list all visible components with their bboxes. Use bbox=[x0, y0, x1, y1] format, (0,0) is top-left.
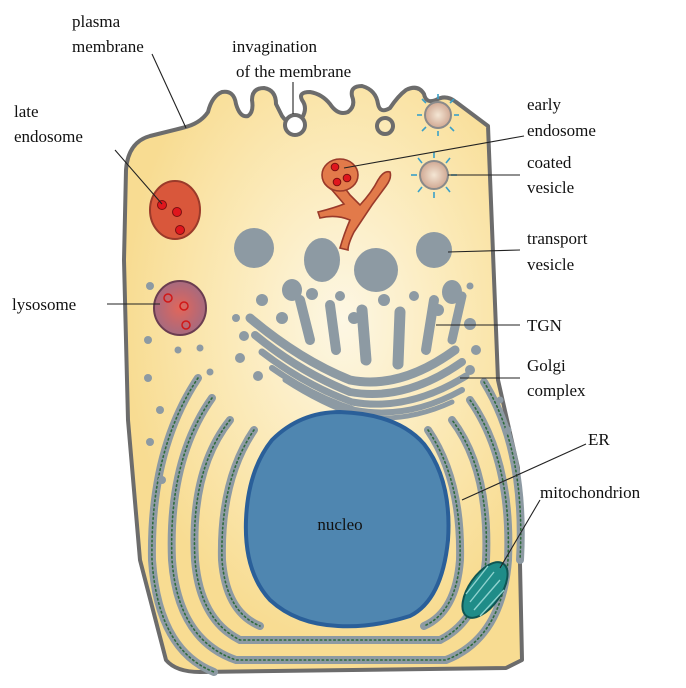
label-golgi-complex: Golgi complex bbox=[527, 356, 586, 400]
label-coated-vesicle: coated vesicle bbox=[527, 153, 576, 197]
label-invagination: invagination of the membrane bbox=[232, 37, 351, 81]
label-early-endosome: early endosome bbox=[527, 95, 596, 140]
membrane-pit bbox=[377, 118, 393, 134]
late-endosome bbox=[150, 181, 200, 239]
nucleus-label: nucleo bbox=[317, 515, 362, 534]
label-mitochondrion: mitochondrion bbox=[540, 483, 641, 502]
lysosome bbox=[154, 281, 206, 335]
label-er: ER bbox=[588, 430, 610, 449]
nucleus: nucleo bbox=[246, 412, 449, 626]
label-lysosome: lysosome bbox=[12, 295, 76, 314]
label-transport-vesicle: transport vesicle bbox=[527, 229, 592, 274]
label-tgn: TGN bbox=[527, 316, 562, 335]
label-plasma-membrane: plasma membrane bbox=[72, 12, 144, 56]
invagination-pocket bbox=[285, 115, 305, 135]
label-late-endosome: late endosome bbox=[14, 102, 83, 146]
